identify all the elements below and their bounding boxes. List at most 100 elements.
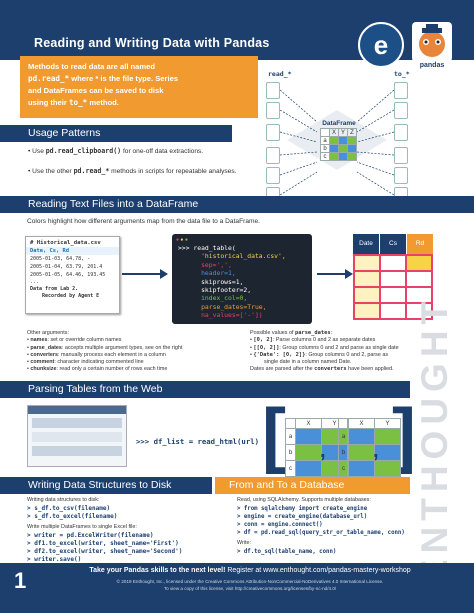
arg-key: names — [30, 337, 48, 344]
excel-file-icon — [266, 102, 280, 119]
text-file-icon — [394, 147, 408, 164]
logo-letter: e — [373, 29, 389, 60]
file-col: Cs, — [49, 248, 60, 254]
pd-value: • {'Date': [0, 2]}: Group columns 0 and … — [250, 351, 389, 358]
code-line: > conn = engine.connect() — [237, 522, 323, 528]
comma-separator: , — [320, 440, 326, 462]
file-col: Date, — [30, 248, 47, 254]
pandas-logo-icon — [412, 22, 452, 62]
file-note-1: Data from Lab 2. — [30, 286, 79, 292]
intro-line-4-b: method. — [87, 98, 119, 107]
code-line: > engine = create_engine(database_url) — [237, 514, 368, 520]
usage-b1-b: for one-off data extractions. — [121, 148, 204, 155]
read-table-code: ● ● ● >>> read_table( 'historical_data.c… — [172, 234, 312, 324]
license-line[interactable]: To view a copy of this license, visit ht… — [163, 585, 337, 591]
pd-desc: : Group columns 0 and 2 and parse as sin… — [279, 344, 399, 351]
file-row: 2005-01-04, 63.79, 201.4 — [30, 264, 103, 270]
code-line: header=1, — [178, 269, 236, 278]
writing-code-1: > s_df.to_csv(filename) > s_df.to_excel(… — [27, 505, 117, 521]
usage-bullet-2: • Use the other pd.read_* methods in scr… — [28, 167, 237, 175]
footer-band — [0, 563, 474, 613]
arg-desc: : accepts multiple argument types, see o… — [61, 344, 183, 351]
window-dots-icon: ● ● ● — [176, 237, 188, 243]
arg-desc: : set or override column names — [47, 337, 122, 344]
page-number: 1 — [14, 568, 27, 593]
arg-key: comment — [30, 359, 55, 366]
excel-file-icon — [394, 102, 408, 119]
code-line: 'historical_data.csv', — [178, 252, 286, 261]
parse-dates-title: Possible values of parse_dates: — [250, 330, 333, 336]
df-col-date: Date — [353, 234, 380, 254]
code-line: > writer.save() — [27, 556, 82, 563]
intro-code-read: pd.read_* — [28, 74, 70, 83]
json-file-icon — [266, 167, 280, 184]
code-line: skipfooter=2, — [178, 286, 252, 295]
web-row: a — [338, 428, 349, 445]
pd-title-code: parse_dates — [294, 330, 331, 336]
database-header: From and To a Database — [215, 477, 410, 494]
pd-desc: : Parse columns 0 and 2 as separate date… — [272, 337, 376, 344]
footer-promo: Take your Pandas skills to the next leve… — [40, 567, 460, 574]
pd-value: • [0, 2]: Parse columns 0 and 2 as separ… — [250, 337, 376, 344]
html-file-icon — [266, 124, 280, 141]
pandas-label: pandas — [419, 62, 445, 69]
web-row: b — [338, 444, 349, 461]
code-line: skiprows=1, — [178, 277, 244, 286]
pd-last-b: have been applied. — [346, 366, 394, 373]
pd-desc: : Group columns 0 and 2, parse as — [305, 351, 389, 358]
usage-b2-a: Use the other — [32, 168, 74, 175]
df-col-cs: Cs — [380, 234, 407, 254]
intro-line-2-rest: where * is the file type. Series — [69, 74, 179, 83]
code-line: > s_df.to_excel(filename) — [27, 513, 118, 520]
page-title: Reading and Writing Data with Pandas — [34, 36, 270, 50]
web-row: c — [338, 460, 349, 477]
code-line: > df2.to_excel(writer, sheet_name='Secon… — [27, 548, 183, 555]
file-header-row: Date, Cs, Rd — [26, 247, 119, 255]
enthought-logo-icon: e — [358, 22, 404, 68]
intro-line-1: Methods to read data are all named — [28, 62, 156, 71]
col-header: Y — [338, 128, 348, 137]
writing-label-1: Writing data structures to disk: — [27, 497, 100, 503]
reading-subtitle: Colors highlight how different arguments… — [27, 218, 260, 225]
code-line: > from sqlalchemy import create_engine — [237, 506, 368, 512]
file-row: 2005-01-05, 64.46, 193.45 — [30, 272, 106, 278]
text-file-icon — [266, 147, 280, 164]
intro-line-4-a: using their — [28, 98, 69, 107]
web-row: b — [285, 444, 296, 461]
intro-line-4: using their to_* method. — [28, 97, 250, 109]
footer-copyright: © 2019 Enthought, Inc., licensed under t… — [40, 579, 460, 592]
other-arg: • converters: manually process each elem… — [27, 351, 166, 358]
pd-last-a: Dates are parsed after the — [250, 366, 315, 373]
read-label: read_* — [268, 70, 292, 78]
file-note-2: Recorded by Agent E — [42, 293, 100, 299]
json-file-icon — [394, 167, 408, 184]
pd-value: • [[0, 2]]: Group columns 0 and 2 and pa… — [250, 344, 399, 351]
csv-file-sample: # Historical_data.csv Date, Cs, Rd 2005-… — [25, 236, 120, 314]
col-header: Z — [347, 128, 357, 137]
file-col: Rd — [62, 248, 69, 254]
intro-box: Methods to read data are all named pd.re… — [20, 56, 258, 118]
pd-key: [[0, 2]] — [253, 344, 280, 351]
arg-desc: : manually process each element in a col… — [57, 351, 166, 358]
web-col: X — [295, 418, 322, 429]
result-dataframe: Date Cs Rd — [353, 234, 433, 320]
footer-link[interactable]: Register at www.enthought.com/pandas-mas… — [225, 567, 411, 574]
row-header: b — [320, 144, 330, 153]
code-line: sep=',', — [178, 260, 232, 269]
database-code-2: > df.to_sql(table_name, conn) — [237, 548, 336, 556]
database-code-1: > from sqlalchemy import create_engine >… — [237, 505, 405, 537]
left-bracket-icon: [ — [262, 395, 286, 475]
other-args-title: Other arguments: — [27, 330, 69, 336]
dataframe-label: DataFrame — [322, 120, 356, 127]
usage-bullet-1: • Use pd.read_clipboard() for one-off da… — [28, 147, 204, 155]
to-label: to_* — [394, 70, 410, 78]
parse-dates-values: Possible values of parse_dates: • [0, 2]… — [250, 330, 420, 374]
code-line: > writer = pd.ExcelWriter(filename) — [27, 532, 154, 539]
intro-line-3: and DataFrames can be saved to disk — [28, 86, 164, 95]
web-row: a — [285, 428, 296, 445]
file-dots: ... — [30, 279, 40, 285]
code-line: > df.to_sql(table_name, conn) — [237, 549, 337, 555]
code-line: > df = pd.read_sql(query_str_or_table_na… — [237, 530, 405, 536]
